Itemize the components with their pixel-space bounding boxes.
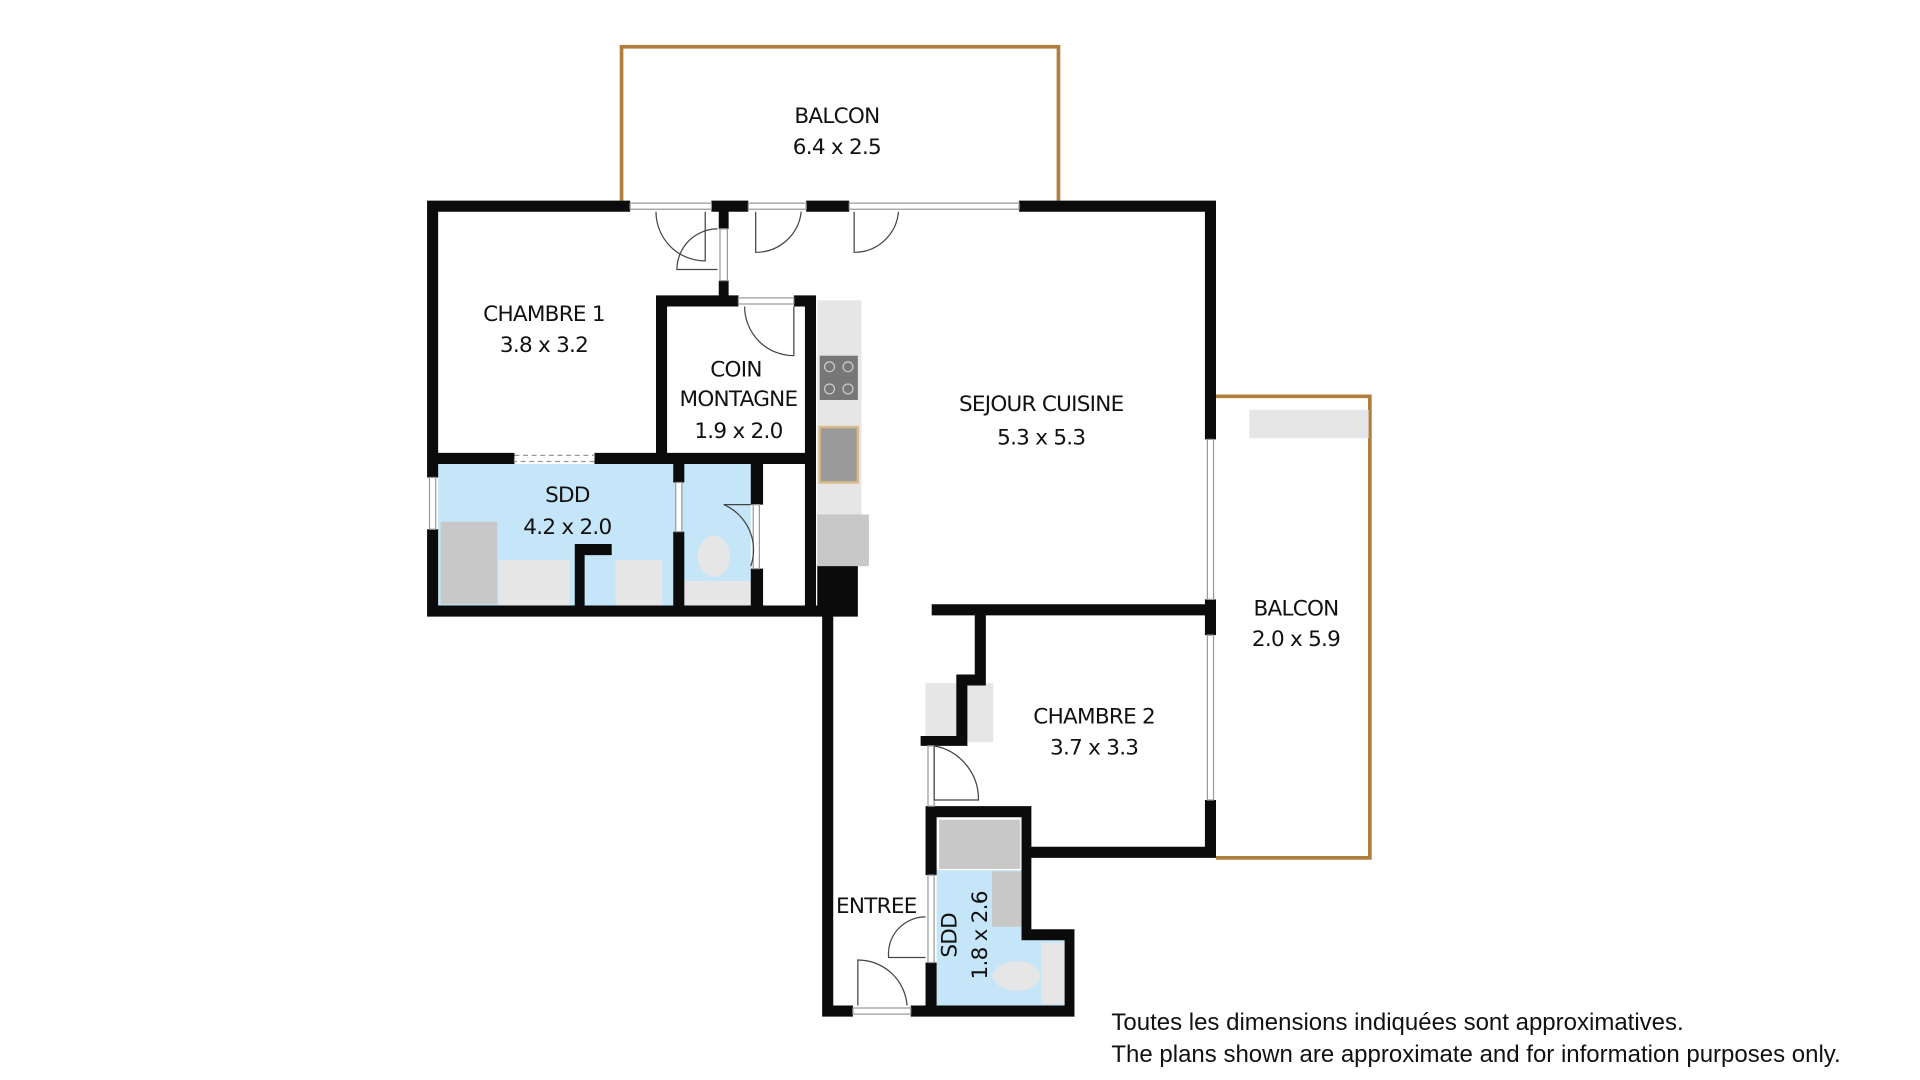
walls (427, 200, 1217, 1017)
balcony-planter (1249, 409, 1369, 439)
room-size-sejour-cuisine: 5.3 x 5.3 (997, 425, 1085, 450)
bathroom-floors (438, 464, 1066, 1007)
shower-tray (440, 521, 498, 605)
cooktop-icon (819, 355, 858, 400)
room-size-sdd-2: 1.8 x 2.6 (968, 891, 993, 979)
room-name-sdd-1: SDD (545, 483, 590, 508)
toilet-icon (697, 535, 730, 578)
sink-unit-2 (992, 871, 1022, 927)
windows (428, 202, 1215, 1015)
shower-tray-2 (939, 819, 1021, 869)
toilet-cistern (684, 580, 751, 606)
room-size-balcon-right: 2.0 x 5.9 (1252, 627, 1340, 652)
room-name-balcon-right: BALCON (1253, 596, 1338, 621)
room-size-balcon-top: 6.4 x 2.5 (793, 135, 881, 160)
room-name-sejour-cuisine: SEJOUR CUISINE (959, 392, 1124, 417)
room-size-coin-montagne: 1.9 x 2.0 (694, 419, 782, 444)
room-name-sdd-2: SDD (937, 913, 962, 958)
room-size-chambre-2: 3.7 x 3.3 (1050, 735, 1138, 760)
sink-unit (498, 560, 570, 606)
room-name-chambre-1: CHAMBRE 1 (483, 302, 605, 327)
room-name-entree: ENTREE (836, 894, 917, 919)
room-name-balcon-top: BALCON (794, 104, 879, 129)
room-size-sdd-1: 4.2 x 2.0 (523, 515, 611, 540)
balcony-top-outline (619, 44, 1061, 201)
toilet-2-icon (993, 961, 1040, 991)
toilet-2-cistern (1041, 942, 1066, 1005)
kitchen-sink-icon (818, 425, 860, 484)
balcony-right-outline (1216, 394, 1372, 860)
room-name-coin: COIN (710, 358, 761, 383)
sliding-door (513, 454, 596, 463)
fridge (817, 514, 869, 567)
washing-machine (615, 560, 663, 606)
disclaimer-en: The plans shown are approximate and for … (1111, 1041, 1840, 1068)
room-name-chambre-2: CHAMBRE 2 (1033, 705, 1155, 730)
door-swings (655, 211, 980, 1006)
disclaimer-fr: Toutes les dimensions indiquées sont app… (1111, 1009, 1683, 1036)
room-size-chambre-1: 3.8 x 3.2 (500, 333, 588, 358)
room-name-montagne: MONTAGNE (680, 387, 798, 412)
